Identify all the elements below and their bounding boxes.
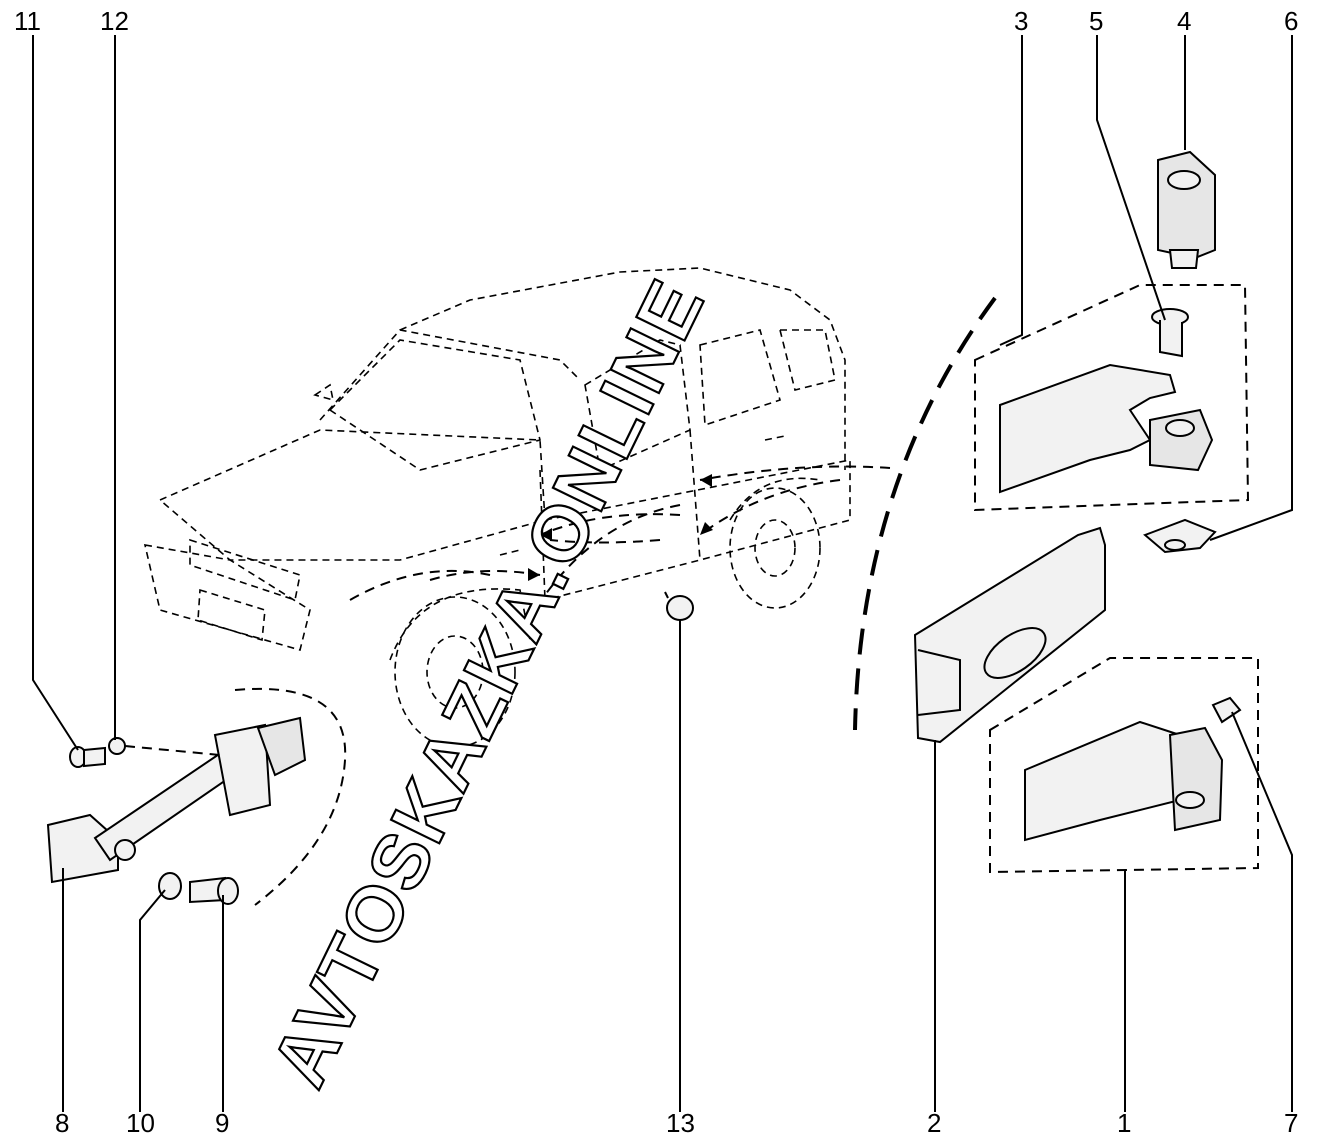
bolt-part-9 xyxy=(189,876,239,905)
callout-11: 11 xyxy=(14,6,41,36)
section-curve-left xyxy=(234,687,347,906)
hinge-pin-part-4 xyxy=(1157,150,1216,269)
bolt-axis-line xyxy=(124,745,221,756)
callout-10: 10 xyxy=(126,1108,155,1138)
callout-6: 6 xyxy=(1284,6,1298,36)
assembly-3-box xyxy=(974,284,1250,512)
watermark-text: AVTOSKAZKA.ONLINE xyxy=(254,266,721,1100)
washer-part-10 xyxy=(158,872,182,900)
callout-5: 5 xyxy=(1089,6,1103,36)
callout-9: 9 xyxy=(215,1108,229,1138)
callout-1: 1 xyxy=(1117,1108,1131,1138)
bolt-part-11 xyxy=(69,746,106,768)
callout-8: 8 xyxy=(55,1108,69,1138)
vehicle-outline xyxy=(143,267,851,748)
plug-part-13 xyxy=(664,591,694,621)
upper-hinge-door-half xyxy=(999,363,1214,494)
leader-lines xyxy=(32,35,1293,1112)
callout-4: 4 xyxy=(1177,6,1191,36)
grease-fitting-part-7 xyxy=(1211,696,1242,724)
callout-12: 12 xyxy=(100,6,129,36)
callout-2: 2 xyxy=(927,1108,941,1138)
callout-7: 7 xyxy=(1284,1108,1298,1138)
callout-labels: 11 12 3 5 4 6 8 10 9 13 2 1 7 xyxy=(14,6,1298,1138)
section-curve-right xyxy=(853,296,997,731)
washer-part-12 xyxy=(108,737,126,755)
callout-3: 3 xyxy=(1014,6,1028,36)
bushing-part-5 xyxy=(1151,308,1189,358)
assembly-arrows xyxy=(349,465,891,601)
door-check-strap xyxy=(46,716,307,884)
shim-plate-part-2 xyxy=(913,526,1106,744)
clip-part-6 xyxy=(1143,518,1217,554)
callout-13: 13 xyxy=(666,1108,695,1138)
lower-hinge-body-half xyxy=(1024,720,1224,842)
assembly-1-box xyxy=(989,657,1259,874)
